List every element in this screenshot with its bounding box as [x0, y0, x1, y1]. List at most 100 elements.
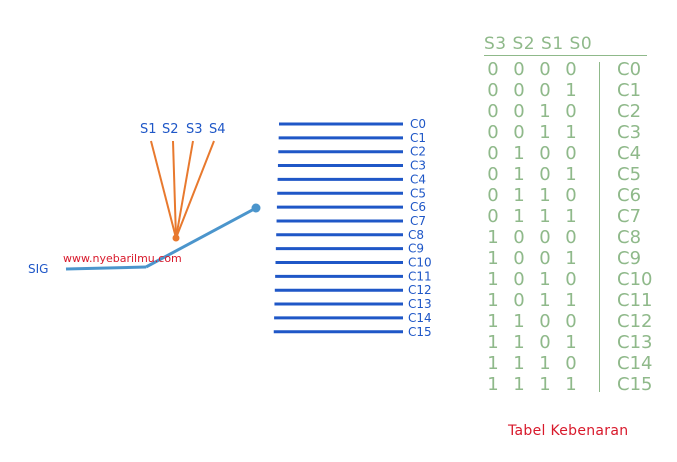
channel-label-c0: C0 — [410, 117, 426, 131]
bit-cell: 1 — [487, 290, 499, 311]
bit-cell: 1 — [513, 353, 525, 374]
output-cell: C4 — [617, 143, 642, 164]
bit-cell: 0 — [487, 80, 499, 101]
output-cell: C11 — [617, 290, 653, 311]
channel-label-c6: C6 — [410, 200, 426, 214]
bit-cell: 0 — [539, 311, 551, 332]
bit-cell: 1 — [487, 227, 499, 248]
bit-cell: 0 — [565, 227, 577, 248]
signal-label: SIG — [28, 262, 48, 276]
bit-cell: 1 — [513, 185, 525, 206]
table-caption: Tabel Kebenaran — [508, 423, 629, 439]
channel-label-c12: C12 — [408, 283, 432, 297]
bit-cell: 0 — [539, 80, 551, 101]
bit-cell: 0 — [565, 143, 577, 164]
output-cell: C13 — [617, 332, 653, 353]
bit-cell: 1 — [513, 206, 525, 227]
select-label-s3: S3 — [186, 122, 203, 137]
bit-cell: 1 — [539, 269, 551, 290]
bit-cell: 0 — [513, 59, 525, 80]
bit-cell: 0 — [513, 122, 525, 143]
bit-cell: 1 — [565, 80, 577, 101]
bit-cell: 0 — [539, 227, 551, 248]
select-label-s4: S4 — [209, 122, 226, 137]
select-lines — [150, 140, 215, 239]
bit-cell: 0 — [565, 185, 577, 206]
bit-cell: 0 — [565, 311, 577, 332]
bit-cell: 1 — [513, 374, 525, 395]
bit-cell: 1 — [539, 185, 551, 206]
channel-label-c10: C10 — [408, 256, 432, 270]
bit-cell: 0 — [565, 59, 577, 80]
select-line-2 — [172, 140, 177, 239]
output-cell: C6 — [617, 185, 642, 206]
select-line-1 — [150, 140, 177, 239]
output-cell: C9 — [617, 248, 642, 269]
channel-label-c7: C7 — [410, 214, 426, 228]
bit-cell: 1 — [487, 311, 499, 332]
bit-cell: 1 — [565, 374, 577, 395]
output-cell: C15 — [617, 374, 653, 395]
bit-cell: 0 — [487, 59, 499, 80]
bit-cell: 1 — [565, 122, 577, 143]
truth-table-header: S3 S2 S1 S0 — [484, 34, 592, 54]
bit-cell: 0 — [487, 185, 499, 206]
bit-cell: 0 — [539, 59, 551, 80]
bit-cell: 0 — [565, 269, 577, 290]
bit-cell: 1 — [539, 374, 551, 395]
output-cell: C2 — [617, 101, 642, 122]
watermark-text: www.nyebarilmu.com — [63, 252, 182, 265]
bit-cell: 0 — [487, 143, 499, 164]
select-junction-dot — [172, 234, 180, 242]
output-cell: C10 — [617, 269, 653, 290]
channel-label-c11: C11 — [408, 269, 432, 283]
bit-cell: 1 — [487, 248, 499, 269]
channel-label-c3: C3 — [410, 159, 426, 173]
bit-cell: 1 — [487, 353, 499, 374]
signal-input-wire — [65, 265, 147, 271]
bit-cell: 0 — [513, 269, 525, 290]
bit-cell: 1 — [487, 374, 499, 395]
output-cell: C5 — [617, 164, 642, 185]
bit-cell: 1 — [513, 311, 525, 332]
bit-cell: 1 — [539, 353, 551, 374]
switch-contact-dot — [251, 203, 261, 213]
channel-label-c14: C14 — [408, 311, 432, 325]
bit-cell: 0 — [539, 164, 551, 185]
bit-cell: 0 — [487, 164, 499, 185]
header-s0: S0 — [569, 34, 593, 54]
bit-cell: 1 — [513, 164, 525, 185]
bit-cell: 0 — [539, 143, 551, 164]
bit-cell: 1 — [565, 290, 577, 311]
bit-cell: 0 — [513, 101, 525, 122]
channel-label-c13: C13 — [408, 297, 432, 311]
bit-cell: 0 — [513, 80, 525, 101]
bit-cell: 0 — [513, 227, 525, 248]
header-s1: S1 — [541, 34, 564, 54]
bit-cell: 1 — [565, 248, 577, 269]
header-s2: S2 — [512, 34, 536, 54]
bit-cell: 1 — [513, 332, 525, 353]
channel-label-c1: C1 — [410, 131, 426, 145]
bit-cell: 1 — [513, 143, 525, 164]
channel-label-c2: C2 — [410, 145, 426, 159]
output-cell: C3 — [617, 122, 642, 143]
bit-cell: 0 — [487, 206, 499, 227]
select-label-s1: S1 — [140, 122, 157, 137]
bit-cell: 1 — [565, 164, 577, 185]
column-divider — [599, 62, 600, 392]
bit-cell: 0 — [513, 248, 525, 269]
